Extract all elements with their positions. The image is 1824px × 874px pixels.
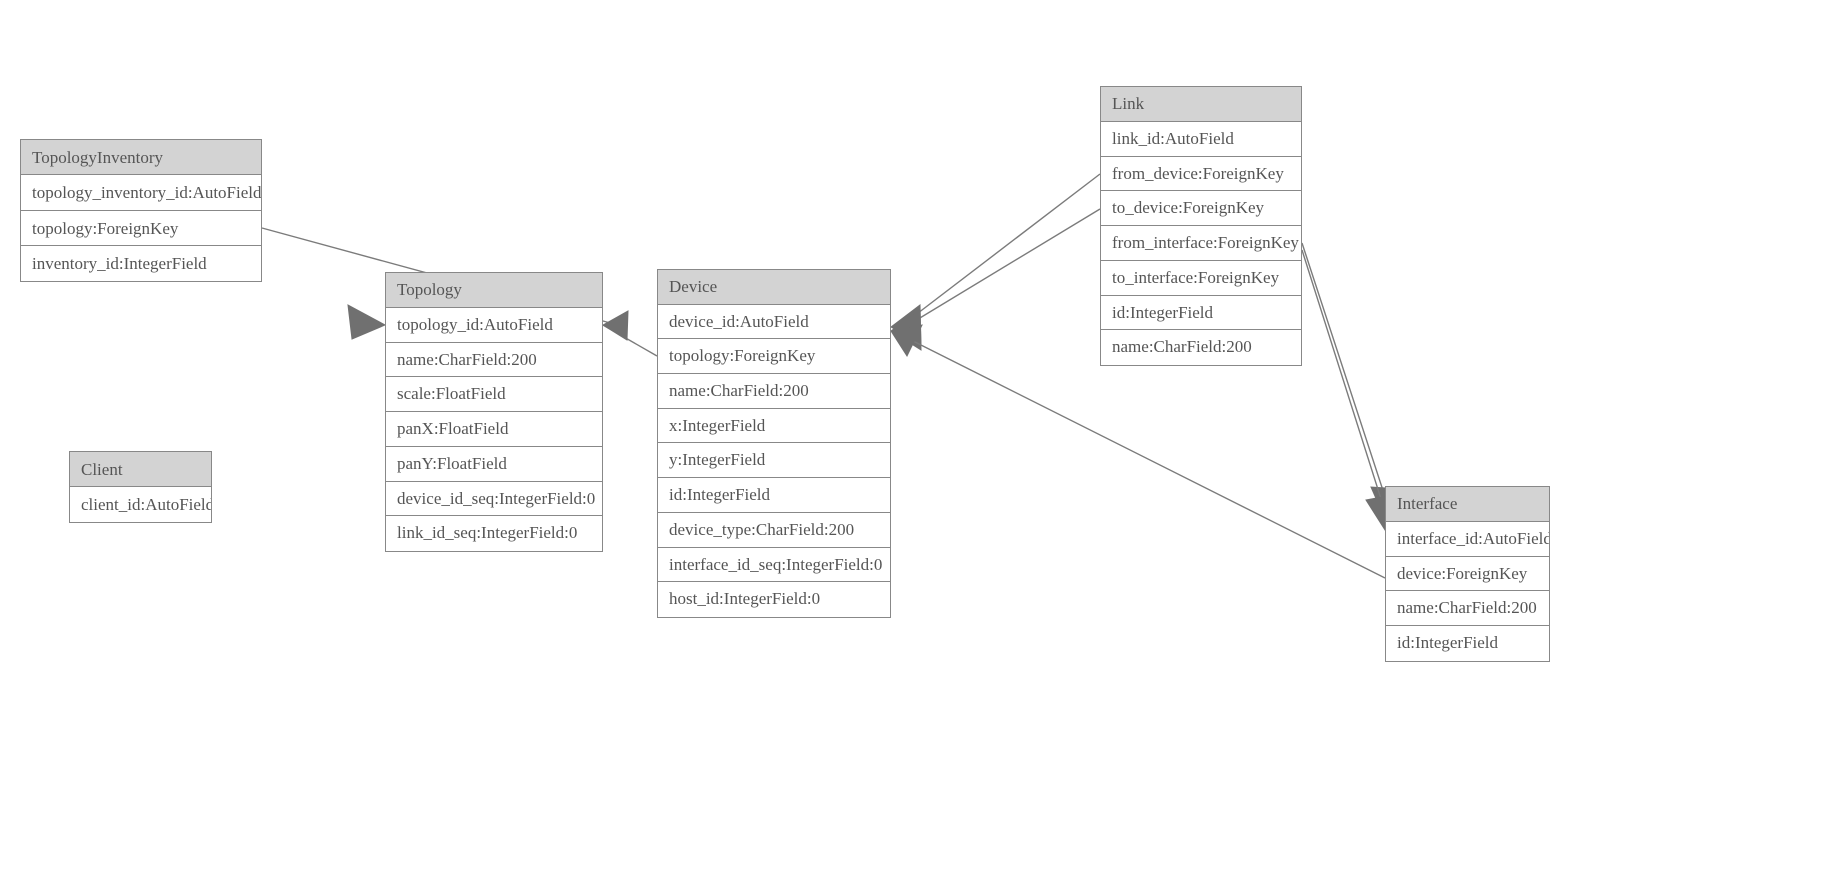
entity-title-topology-inventory: TopologyInventory [21, 140, 261, 176]
entity-field: topology:ForeignKey [658, 339, 890, 375]
relation-edge [1301, 249, 1399, 532]
relation-line [602, 324, 658, 357]
relation-line [904, 173, 1101, 324]
entity-field: interface_id_seq:IntegerField:0 [658, 547, 890, 583]
entity-field: device_id_seq:IntegerField:0 [386, 481, 602, 517]
entity-field: id:IntegerField [1386, 626, 1549, 661]
entity-field: scale:FloatField [386, 377, 602, 412]
entity-title-topology: Topology [386, 273, 602, 308]
entity-field: topology_inventory_id:AutoField [21, 175, 261, 211]
entity-field: name:CharField:200 [658, 374, 890, 409]
entity-field: to_device:ForeignKey [1101, 191, 1301, 226]
relation-line [1301, 242, 1393, 519]
relation-arrowhead [602, 310, 629, 341]
entity-field: to_interface:ForeignKey [1101, 260, 1301, 296]
relation-line [904, 336, 1386, 579]
entity-field: panX:FloatField [386, 412, 602, 447]
relation-edge [1301, 242, 1403, 521]
entity-field: from_device:ForeignKey [1101, 156, 1301, 192]
entity-field: topology_id:AutoField [386, 307, 602, 343]
entity-field: id:IntegerField [658, 478, 890, 513]
relation-arrowhead [347, 304, 387, 340]
relation-arrowhead [890, 304, 922, 346]
relation-line [904, 208, 1101, 328]
entity-field: from_interface:ForeignKey [1101, 226, 1301, 261]
entity-field: inventory_id:IntegerField [21, 245, 261, 281]
entity-title-device: Device [658, 270, 890, 305]
relation-edge [890, 173, 1101, 346]
entity-title-client: Client [70, 452, 211, 487]
relation-line [1301, 249, 1389, 522]
entity-field: topology:ForeignKey [21, 210, 261, 246]
entity-field: interface_id:AutoField [1386, 521, 1549, 557]
entity-field: link_id:AutoField [1101, 121, 1301, 157]
relation-arrowhead [890, 324, 923, 358]
relation-edge [890, 208, 1101, 351]
entity-field: x:IntegerField [658, 408, 890, 444]
entity-field: panY:FloatField [386, 446, 602, 482]
entity-field: client_id:AutoField [70, 487, 211, 522]
entity-title-interface: Interface [1386, 487, 1549, 522]
entity-field: name:CharField:200 [1101, 330, 1301, 365]
entity-field: id:IntegerField [1101, 295, 1301, 331]
entity-field: y:IntegerField [658, 443, 890, 479]
entity-field: name:CharField:200 [1386, 591, 1549, 627]
relation-arrowhead [890, 309, 922, 351]
entity-field: link_id_seq:IntegerField:0 [386, 516, 602, 551]
entity-field: host_id:IntegerField:0 [658, 582, 890, 617]
entity-field: device:ForeignKey [1386, 556, 1549, 592]
entity-field: name:CharField:200 [386, 342, 602, 378]
entity-field: device_type:CharField:200 [658, 512, 890, 548]
entity-title-link: Link [1101, 87, 1301, 122]
relation-edge [602, 310, 658, 357]
entity-field: device_id:AutoField [658, 304, 890, 340]
